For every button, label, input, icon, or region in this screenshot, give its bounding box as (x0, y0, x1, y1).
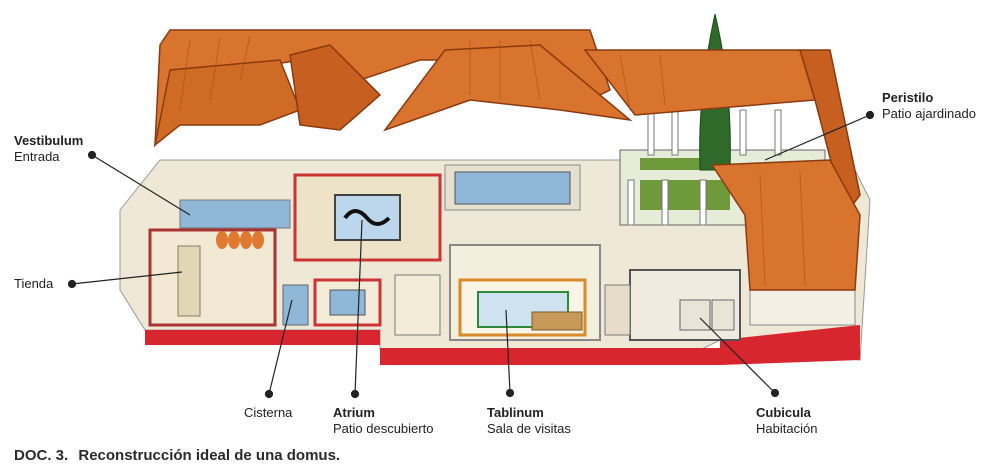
label-peristilo-title: Peristilo (882, 90, 934, 105)
amphorae (216, 231, 264, 249)
bed-2 (711, 299, 735, 331)
room-mosaic-2 (394, 274, 441, 336)
caption-text: Reconstrucción ideal de una domus. (78, 447, 341, 464)
label-tablinum-title: Tablinum (487, 405, 544, 420)
garden-bed-1 (640, 158, 710, 170)
label-peristilo: Peristilo Patio ajardinado (882, 90, 977, 122)
room-side (604, 284, 631, 336)
front-wall-center (380, 348, 720, 365)
figure-caption: DOC. 3. Reconstrucción ideal de una domu… (14, 447, 340, 464)
label-vestibulum-subtitle: Entrada (14, 149, 60, 164)
roof-center-left (289, 44, 382, 131)
impluvium-mosaic (343, 209, 391, 226)
shop-counter (177, 245, 201, 317)
label-tienda: Tienda (14, 276, 53, 292)
label-vestibulum: Vestibulum Entrada (14, 133, 83, 165)
label-tienda-title: Tienda (14, 276, 54, 291)
front-wall-left (145, 330, 380, 345)
garden-bed-2 (640, 180, 730, 210)
roof-peristyle-back (583, 49, 816, 116)
label-peristilo-subtitle: Patio ajardinado (882, 106, 976, 121)
room-mosaic-1-inner (329, 289, 366, 316)
label-cubicula: Cubicula Habitación (756, 405, 817, 437)
triclinium-mosaic (454, 171, 571, 205)
vestibulum-corridor (179, 199, 291, 229)
label-vestibulum-title: Vestibulum (14, 133, 84, 148)
label-cubicula-subtitle: Habitación (756, 421, 818, 436)
right-wing-wall (749, 284, 856, 326)
label-cisterna: Cisterna (244, 405, 292, 421)
leader-lines (67, 110, 875, 399)
roof-tile-lines (179, 35, 806, 286)
label-atrium: Atrium Patio descubierto (333, 405, 433, 437)
front-wall-right (720, 325, 860, 365)
label-atrium-subtitle: Patio descubierto (333, 421, 434, 436)
bed-1 (679, 299, 711, 331)
roof-center-right (382, 44, 633, 132)
tablinum-table (531, 311, 583, 331)
peristyle-columns (627, 109, 782, 226)
caption-doc-number: DOC. 3. (14, 447, 69, 464)
label-tablinum-subtitle: Sala de visitas (487, 421, 571, 436)
label-cisterna-title: Cisterna (244, 405, 293, 420)
roof-left-wing (153, 59, 301, 147)
roof-front-right (710, 159, 861, 291)
label-tablinum: Tablinum Sala de visitas (487, 405, 571, 437)
label-cubicula-title: Cubicula (756, 405, 811, 420)
label-atrium-title: Atrium (333, 405, 375, 420)
